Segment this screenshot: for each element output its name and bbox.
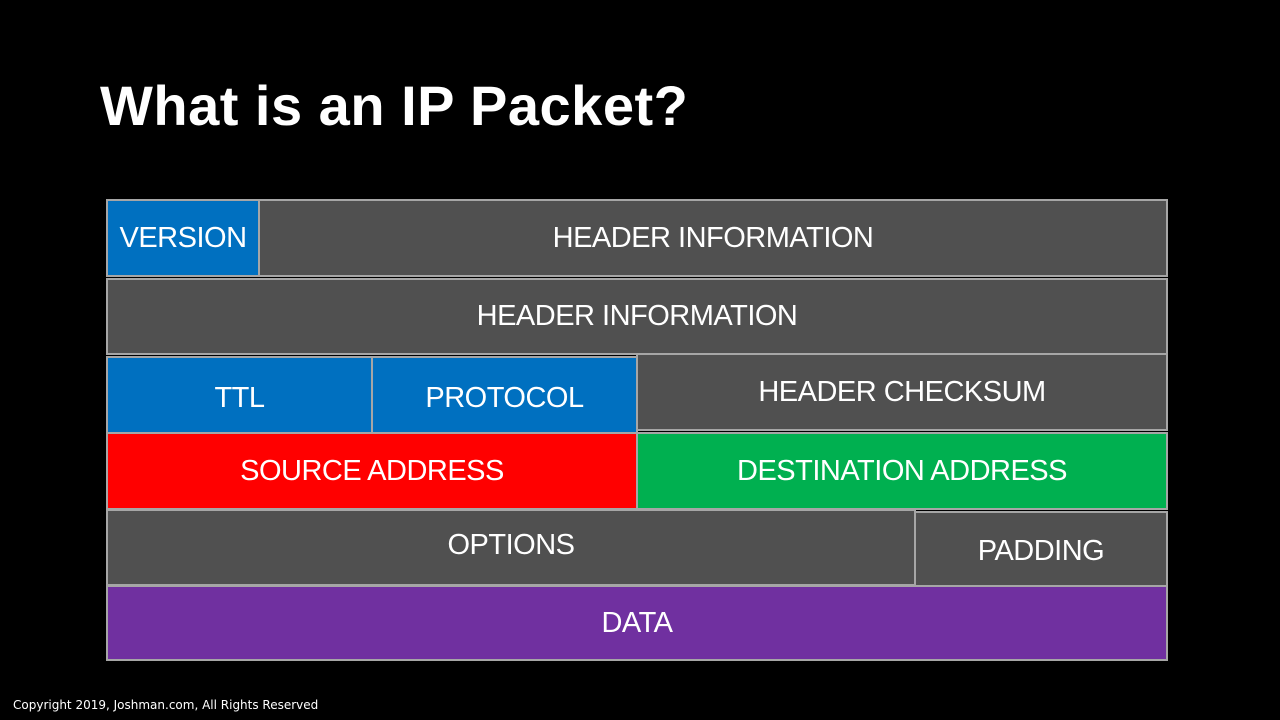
ttl-field: TTL: [106, 356, 373, 434]
header-information-field-2: HEADER INFORMATION: [106, 278, 1168, 355]
copyright-footer: Copyright 2019, Joshman.com, All Rights …: [13, 698, 319, 712]
padding-field: PADDING: [914, 511, 1168, 588]
source-address-field: SOURCE ADDRESS: [106, 432, 638, 510]
protocol-field: PROTOCOL: [371, 356, 638, 434]
version-field: VERSION: [106, 199, 260, 277]
header-information-field-1: HEADER INFORMATION: [258, 199, 1168, 277]
slide-title: What is an IP Packet?: [100, 74, 689, 137]
header-checksum-field: HEADER CHECKSUM: [636, 353, 1168, 431]
destination-address-field: DESTINATION ADDRESS: [636, 432, 1168, 510]
data-field: DATA: [106, 585, 1168, 661]
options-field: OPTIONS: [106, 509, 916, 586]
